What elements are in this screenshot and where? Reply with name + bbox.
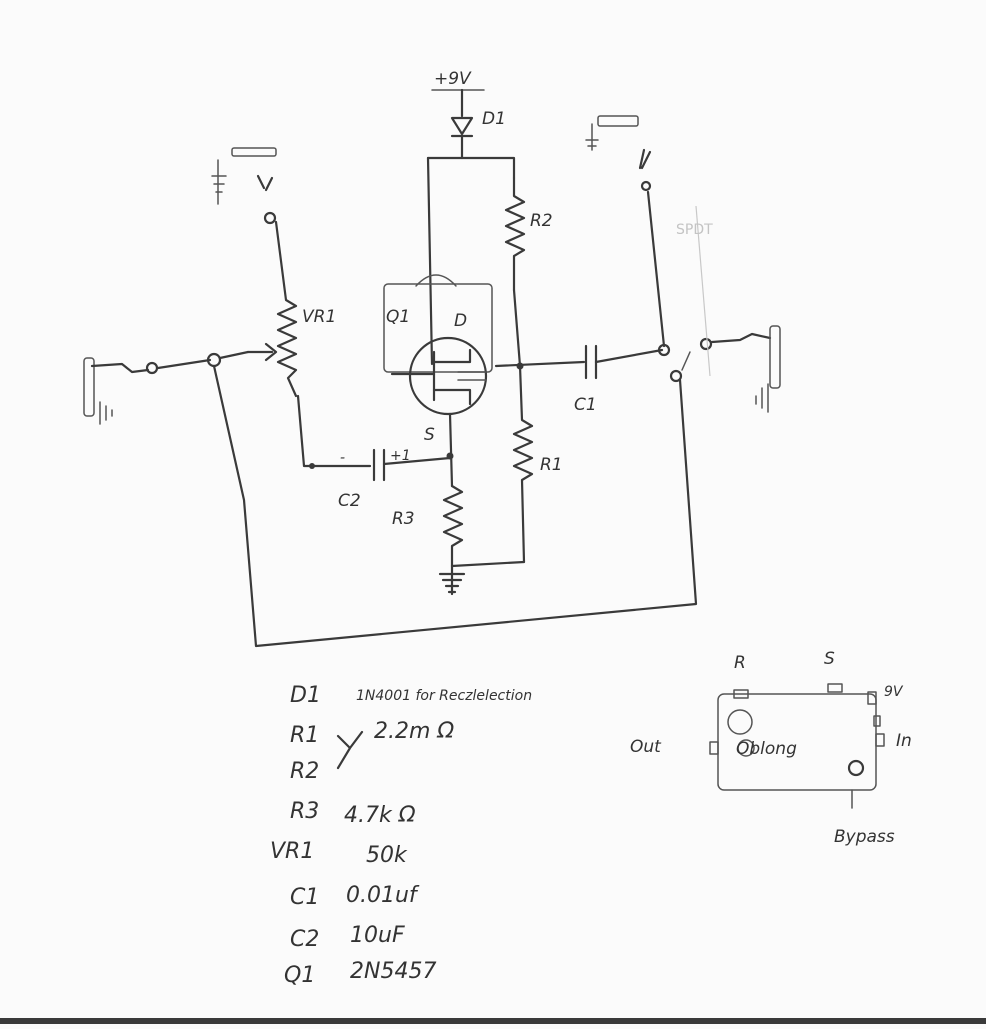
- capacitor-c2: - +1 C2: [296, 394, 452, 511]
- r2-label: R2: [530, 211, 553, 231]
- resistor-r3: R3: [392, 484, 464, 568]
- bom-ref-3: R3: [290, 799, 319, 824]
- spdt-label: SPDT: [676, 222, 713, 238]
- source-label: S: [424, 425, 435, 445]
- jfet-q1: Q1 D: [383, 274, 493, 416]
- input-jack: [83, 350, 250, 425]
- supply-node: +9V: [431, 69, 485, 118]
- spdt-switch: SPDT: [585, 115, 713, 383]
- bom-value-1: 2.2m Ω: [374, 719, 454, 744]
- bom-ref-7: Q1: [284, 963, 315, 988]
- bom-value-6: 10uF: [350, 923, 405, 948]
- bom-brace: [336, 730, 364, 770]
- enclosure-right-top: 9V: [884, 684, 904, 700]
- bom-list: D1 1N4001 for Reczlelection R1 2.2m Ω R2…: [270, 683, 532, 988]
- vr1-label: VR1: [302, 307, 336, 327]
- d1-label: D1: [482, 109, 506, 129]
- supply-rail: [426, 156, 516, 180]
- c2-label: C2: [338, 491, 361, 511]
- enclosure-top-right: S: [824, 649, 835, 669]
- ground-symbol: [438, 564, 466, 596]
- enclosure-right: In: [896, 731, 912, 751]
- output-node-wire: [494, 360, 586, 368]
- source-wire: [448, 412, 454, 488]
- enclosure-layout: Oblong R S 9V In Out Bypass: [630, 649, 912, 847]
- r3-label: R3: [392, 509, 415, 529]
- bom-value-4: 50k: [366, 843, 408, 868]
- bom-ref-1: R1: [290, 723, 319, 748]
- r1-label: R1: [540, 455, 563, 475]
- enclosure-left: Out: [630, 737, 662, 757]
- c2-pos-label: +1: [390, 448, 411, 464]
- left-switch-contact: [211, 147, 277, 225]
- bom-value-0: 1N4001 for Reczlelection: [356, 688, 532, 704]
- bom-value-5: 0.01uf: [346, 883, 420, 908]
- resistor-r2: R2: [504, 176, 553, 292]
- drain-label: D: [454, 311, 467, 331]
- resistor-r1: R1: [512, 364, 563, 564]
- r2-to-output-wire: [512, 288, 522, 368]
- supply-label: +9V: [434, 69, 472, 89]
- bom-ref-2: R2: [290, 759, 319, 784]
- q1-label: Q1: [386, 307, 410, 327]
- enclosure-name: Oblong: [736, 739, 797, 759]
- enclosure-top-left: R: [734, 653, 746, 673]
- c2-neg-label: -: [340, 450, 345, 466]
- bom-ref-5: C1: [290, 885, 319, 910]
- enclosure-bottom: Bypass: [834, 827, 895, 847]
- diode-d1: D1: [450, 109, 506, 160]
- scan-bottom-edge: [0, 1018, 986, 1024]
- potentiometer-vr1: VR1: [246, 220, 336, 398]
- bypass-loop-wire: [212, 364, 698, 648]
- bom-ref-0: D1: [290, 683, 321, 708]
- ground-bus-wire: [450, 560, 526, 568]
- bom-value-3: 4.7k Ω: [344, 803, 416, 828]
- bom-ref-6: C2: [290, 927, 319, 952]
- capacitor-c1: C1: [574, 344, 664, 415]
- bom-ref-4: VR1: [270, 839, 314, 864]
- drain-wire: [426, 156, 434, 366]
- c1-label: C1: [574, 395, 597, 415]
- bom-value-7: 2N5457: [350, 959, 436, 984]
- output-jack: [710, 325, 781, 413]
